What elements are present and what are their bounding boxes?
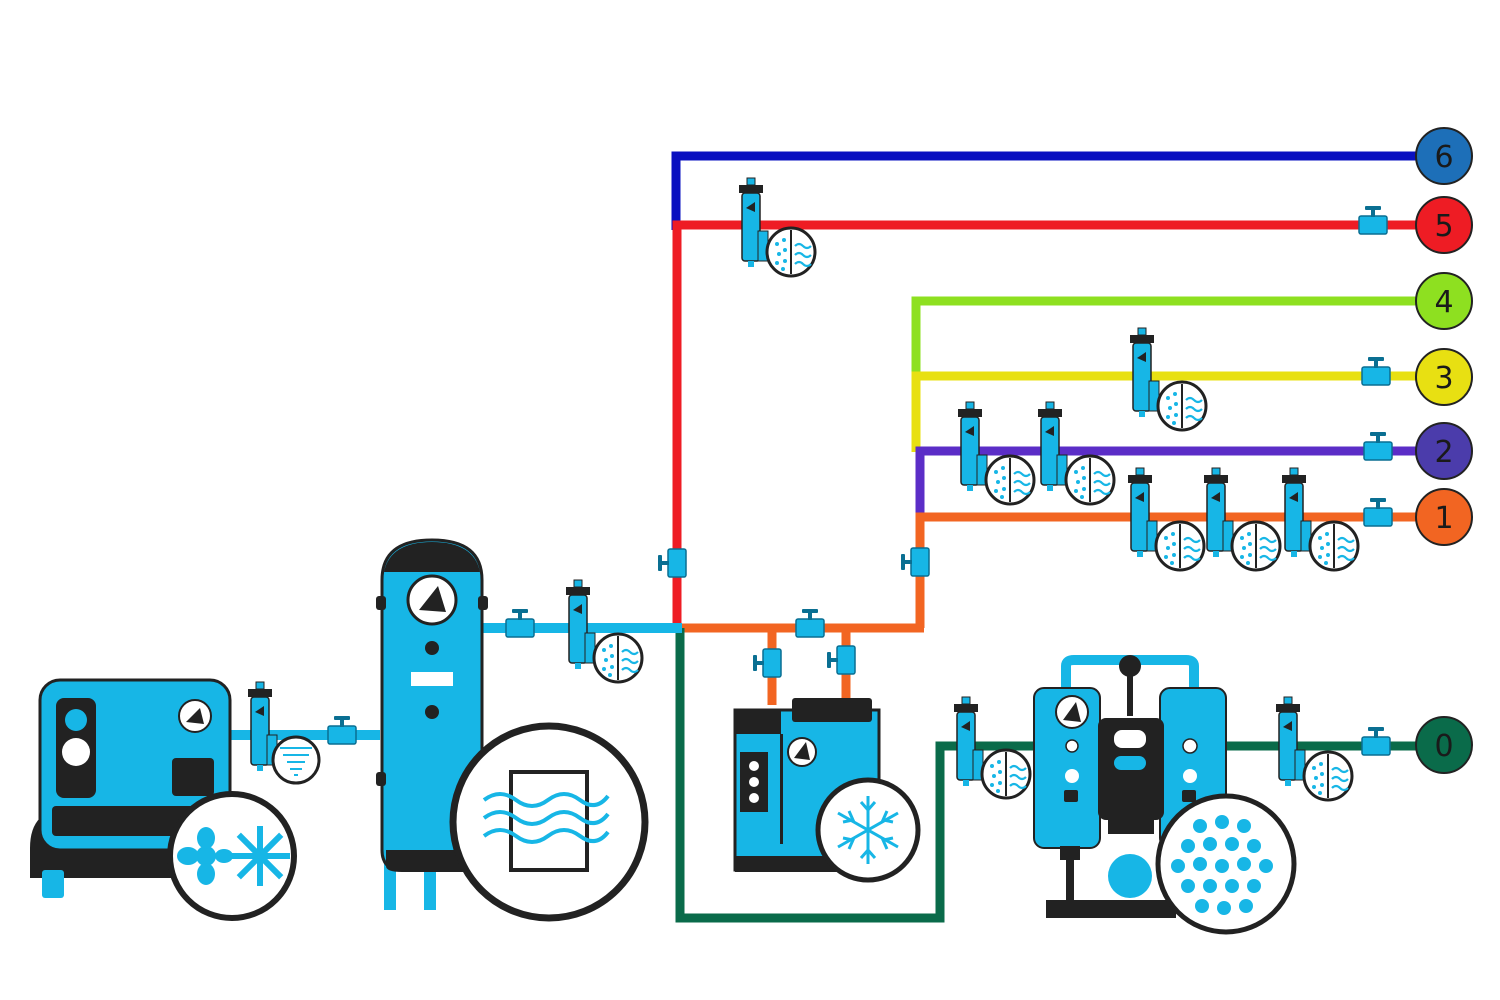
valve-hub[interactable] xyxy=(795,608,825,638)
outlet-badge-1[interactable]: 1 xyxy=(1415,488,1473,546)
pipe-line-4 xyxy=(911,296,1440,376)
valve-line-5-outlet[interactable] xyxy=(1358,205,1388,235)
outlet-badge-3[interactable]: 3 xyxy=(1415,348,1473,406)
desiccant-beads-icon xyxy=(1171,815,1273,915)
outlet-badge-6[interactable]: 6 xyxy=(1415,127,1473,185)
fan-icon xyxy=(177,826,290,886)
valve-line-1-outlet[interactable] xyxy=(1363,497,1393,527)
filter-media-badge-tank xyxy=(592,632,644,684)
refrigeration-dryer xyxy=(733,698,921,883)
air-flow-icon xyxy=(482,770,610,872)
valve-line-0[interactable] xyxy=(1361,726,1391,756)
pipe-line-5 xyxy=(672,220,1440,628)
filter-media-badge-line-1-c xyxy=(1308,520,1360,572)
pipe-line-6 xyxy=(671,151,1440,230)
outlet-label-3: 3 xyxy=(1434,361,1453,396)
outlet-label-5: 5 xyxy=(1434,209,1453,244)
adsorption-dryer xyxy=(1033,655,1297,935)
filter-media-badge-line-1-b xyxy=(1230,520,1282,572)
outlet-badge-0-circle xyxy=(1415,716,1473,774)
outlet-badge-5[interactable]: 5 xyxy=(1415,196,1473,254)
filter-media-badge-line-1-a xyxy=(1154,520,1206,572)
outlet-label-0: 0 xyxy=(1434,729,1453,764)
pipe-line-3 xyxy=(911,371,1440,452)
outlet-badge-4-circle xyxy=(1415,272,1473,330)
outlet-badge-3-circle xyxy=(1415,348,1473,406)
valve-line-3-outlet[interactable] xyxy=(1361,356,1391,386)
outlet-label-1: 1 xyxy=(1434,501,1453,536)
valve-line-5[interactable] xyxy=(657,548,687,578)
receiver-tank xyxy=(376,538,649,922)
snowflake-icon xyxy=(837,796,899,864)
filter-media-badge-line-5 xyxy=(765,226,817,278)
outlet-badge-1-circle xyxy=(1415,488,1473,546)
valve-dryer-out[interactable] xyxy=(826,645,856,675)
pipe-line-1 xyxy=(915,512,1440,628)
outlet-badge-6-circle xyxy=(1415,127,1473,185)
filter-media-badge-line-0-post xyxy=(1302,750,1354,802)
filter-media-badge-line-2-b xyxy=(1064,454,1116,506)
outlet-label-6: 6 xyxy=(1434,140,1453,175)
filter-media-badge-line-0-pre xyxy=(980,748,1032,800)
valve-compressor-out[interactable] xyxy=(327,715,357,745)
valve-line-1-riser[interactable] xyxy=(900,547,930,577)
filter-media-badge-compressor xyxy=(271,735,321,785)
outlet-badge-0[interactable]: 0 xyxy=(1415,716,1473,774)
valve-line-2-outlet[interactable] xyxy=(1363,431,1393,461)
valve-dryer-in[interactable] xyxy=(752,648,782,678)
pipe-line-2 xyxy=(915,446,1440,517)
outlet-badge-2[interactable]: 2 xyxy=(1415,422,1473,480)
outlet-label-2: 2 xyxy=(1434,435,1453,470)
outlet-badge-5-circle xyxy=(1415,196,1473,254)
compressor xyxy=(30,678,297,921)
valve-tank-out[interactable] xyxy=(505,608,535,638)
filter-media-badge-line-3 xyxy=(1156,380,1208,432)
filter-media-badge-line-2-a xyxy=(984,454,1036,506)
outlet-label-4: 4 xyxy=(1434,285,1453,320)
outlet-badge-4[interactable]: 4 xyxy=(1415,272,1473,330)
outlet-badge-2-circle xyxy=(1415,422,1473,480)
